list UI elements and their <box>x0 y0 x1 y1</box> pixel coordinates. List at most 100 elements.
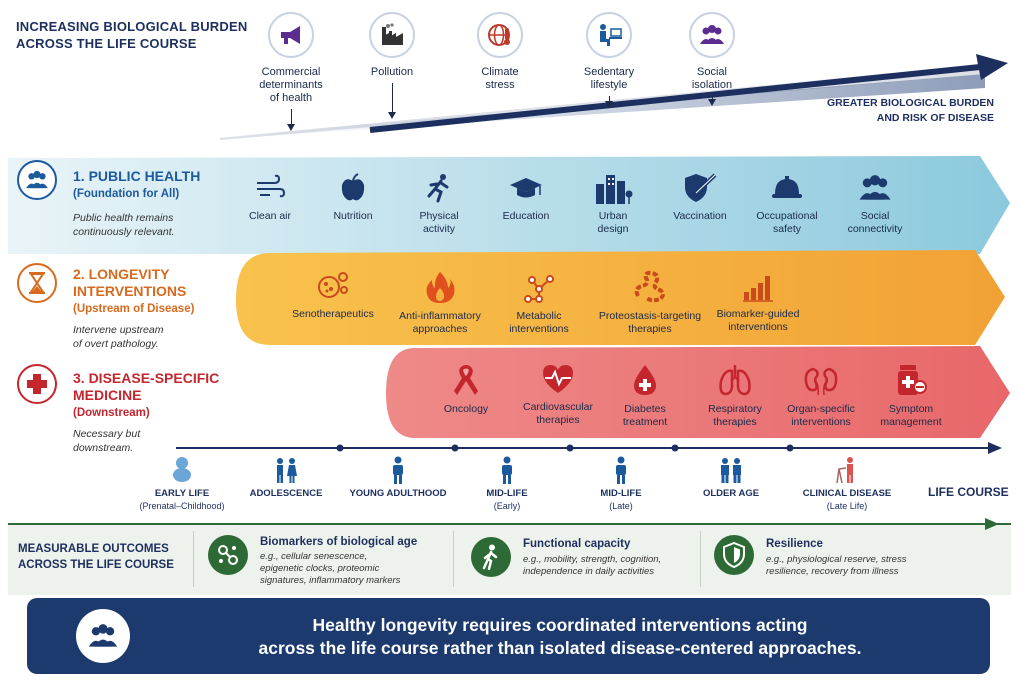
timeline-dot <box>336 444 344 452</box>
stage-sublabel: (Prenatal–Childhood) <box>139 501 225 511</box>
buildings-icon <box>596 175 633 204</box>
factor-label: Social <box>697 66 727 78</box>
factor-arrow <box>286 109 295 131</box>
factor-arrow <box>387 83 396 119</box>
burden-label-line1: GREATER BIOLOGICAL BURDEN <box>826 97 994 109</box>
ribbon-icon <box>454 365 478 395</box>
desk-person-icon <box>586 12 632 58</box>
disease-title: MEDICINE <box>73 387 142 403</box>
teens-icon <box>277 458 297 483</box>
item-label: Physical <box>419 210 459 222</box>
outcome-functional-capacity: Functional capacity e.g., mobility, stre… <box>523 538 698 578</box>
stage-adolescence: ADOLESCENCE <box>226 456 346 500</box>
disease-desc: Necessary but <box>73 428 141 440</box>
outcome-desc: signatures, inflammatory markers <box>260 575 401 586</box>
public-health-icon <box>17 160 57 200</box>
item-label: Metabolic <box>516 310 562 322</box>
stage-sublabel: (Early) <box>493 501 521 511</box>
stage-label: CLINICAL DISEASE <box>802 488 892 499</box>
item-label: interventions <box>509 323 569 335</box>
public-health-title-block: 1. PUBLIC HEALTH (Foundation for All) Pu… <box>73 168 243 239</box>
stage-label: EARLY LIFE <box>154 488 210 499</box>
adult-icon <box>616 456 626 484</box>
outcomes-divider <box>193 531 194 587</box>
item-label: Occupational <box>756 210 818 222</box>
outcome-desc: independence in daily activities <box>523 566 654 577</box>
disease-subtitle: (Downstream) <box>73 407 150 419</box>
item-label: design <box>597 223 629 235</box>
walking-person-icon <box>471 537 511 577</box>
longevity-subtitle: (Upstream of Disease) <box>73 303 195 315</box>
item-label: Diabetes <box>624 403 666 415</box>
timeline-dot <box>671 444 679 452</box>
outcomes-arrowhead <box>985 518 999 530</box>
item-label: therapies <box>713 416 757 428</box>
item-senotherapeutics: Senotherapeutics <box>278 270 388 321</box>
header-title-line1: INCREASING BIOLOGICAL BURDEN <box>16 19 248 34</box>
protein-icon <box>634 270 665 303</box>
longevity-title-block: 2. LONGEVITY INTERVENTIONS (Upstream of … <box>73 266 243 351</box>
stage-mid-life-early: MID-LIFE (Early) <box>447 456 567 512</box>
item-biomarker-guided: Biomarker-guided interventions <box>703 270 813 334</box>
burden-label: GREATER BIOLOGICAL BURDEN AND RISK OF DI… <box>827 96 994 126</box>
hourglass-icon <box>17 263 57 303</box>
burden-wedge <box>150 54 1008 144</box>
outcome-desc: epigenetic clocks, proteomic <box>260 563 380 574</box>
public-health-subtitle: (Foundation for All) <box>73 188 180 200</box>
item-symptom-management: Symptom management <box>856 363 966 429</box>
stage-early-life: EARLY LIFE (Prenatal–Childhood) <box>122 456 242 512</box>
factor-arrow <box>707 96 716 106</box>
item-education: Education <box>471 172 581 223</box>
longevity-title: 2. LONGEVITY <box>73 266 170 282</box>
outcome-desc: resilience, recovery from illness <box>766 566 899 577</box>
public-health-desc: Public health remains <box>73 212 174 224</box>
factor-label: of health <box>269 92 313 104</box>
disease-title-block: 3. DISEASE-SPECIFIC MEDICINE (Downstream… <box>73 370 243 455</box>
group-icon <box>689 12 735 58</box>
outcome-title: Functional capacity <box>523 538 631 550</box>
stage-young-adulthood: YOUNG ADULTHOOD <box>338 456 458 500</box>
group-icon <box>859 175 891 200</box>
bar-chart-icon <box>743 276 773 302</box>
outcome-title: Biomarkers of biological age <box>260 536 418 548</box>
item-label: treatment <box>622 416 668 428</box>
outcomes-divider <box>453 531 454 587</box>
burden-label-line2: AND RISK OF DISEASE <box>876 112 994 124</box>
item-label: Proteostasis-targeting <box>598 310 702 322</box>
item-label: Education <box>502 210 550 222</box>
stage-label: MID-LIFE <box>486 488 528 499</box>
header-title: INCREASING BIOLOGICAL BURDEN ACROSS THE … <box>16 18 256 52</box>
shield-syringe-icon <box>685 173 717 202</box>
lungs-icon <box>719 365 751 396</box>
outcome-desc: e.g., mobility, strength, cognition, <box>523 554 662 565</box>
factor-pollution: Pollution <box>337 12 447 119</box>
item-label: therapies <box>628 323 672 335</box>
factor-arrow <box>604 96 613 108</box>
factor-label: Sedentary <box>583 66 635 78</box>
item-label: Nutrition <box>333 210 373 222</box>
item-label: Social <box>860 210 890 222</box>
disease-band <box>386 346 1010 438</box>
item-label: Symptom <box>888 403 934 415</box>
stage-label: YOUNG ADULTHOOD <box>349 488 447 499</box>
public-health-desc: continuously relevant. <box>73 226 175 238</box>
resilience-shield-icon <box>714 535 754 575</box>
item-label: Biomarker-guided <box>716 308 800 320</box>
item-metabolic: Metabolic interventions <box>484 270 594 336</box>
adult-icon <box>393 456 403 484</box>
runner-icon <box>427 174 449 203</box>
item-label: Clean air <box>248 210 292 222</box>
item-social-connectivity: Social connectivity <box>820 172 930 236</box>
public-health-title: 1. PUBLIC HEALTH <box>73 168 201 184</box>
item-label: management <box>880 416 942 428</box>
disease-title: 3. DISEASE-SPECIFIC <box>73 370 220 386</box>
biomarker-icon <box>208 535 248 575</box>
item-label: Cardiovascular <box>522 401 594 413</box>
intervention-bands <box>8 156 1010 438</box>
outcome-desc: e.g., physiological reserve, stress <box>766 554 907 565</box>
item-label: Vaccination <box>673 210 727 222</box>
banner-group-icon <box>76 609 130 663</box>
longevity-band <box>236 250 1005 345</box>
item-vaccination: Vaccination <box>645 172 755 223</box>
stage-sublabel: (Late) <box>609 501 633 511</box>
